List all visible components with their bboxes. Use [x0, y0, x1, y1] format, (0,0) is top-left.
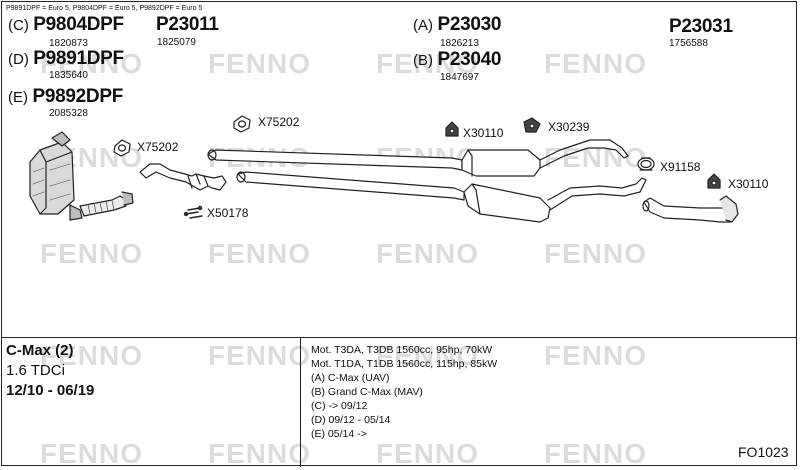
hanger-x30239[interactable] [523, 117, 541, 133]
watermark-text: FENNO [376, 238, 479, 269]
hanger-x30110-right[interactable] [707, 173, 721, 189]
spec-line: (C) -> 09/12 [311, 400, 368, 412]
catalog-code: FO1023 [738, 444, 789, 460]
dpf-catalyst-drawing[interactable] [29, 131, 83, 221]
part-c-number: P9804DPF [33, 14, 124, 35]
clamp-x91158[interactable] [637, 157, 655, 171]
watermark-text: FENNO [40, 340, 143, 371]
part-d-number: P9891DPF [33, 48, 124, 69]
part-e[interactable]: (E) P9892DPF [8, 86, 123, 108]
spec-line: (B) Grand C-Max (MAV) [311, 386, 423, 398]
label-x91158[interactable]: X91158 [660, 160, 701, 174]
watermark-text: FENNO [40, 238, 143, 269]
part-p23011-number[interactable]: P23011 [156, 14, 219, 35]
part-e-prefix: (E) [8, 89, 28, 106]
watermark-text: FENNO [208, 238, 311, 269]
pipe-silencer-a-drawing[interactable] [207, 139, 629, 177]
watermark-text: FENNO [208, 48, 311, 79]
frame-divider-horizontal [1, 337, 797, 338]
part-p23031-number[interactable]: P23031 [669, 16, 733, 37]
front-flex-pipe-drawing[interactable] [79, 191, 134, 217]
gasket-x75202-center[interactable] [233, 115, 251, 133]
watermark-text: FENNO [544, 48, 647, 79]
watermark-text: FENNO [544, 238, 647, 269]
spec-line: Mot. T3DA, T3DB 1560cc, 95hp, 70kW [311, 344, 493, 356]
part-b-code: 1847697 [440, 72, 479, 83]
pipe-silencer-b-drawing[interactable] [236, 171, 647, 223]
watermark-text: FENNO [40, 48, 143, 79]
spec-line: (D) 09/12 - 05/14 [311, 414, 391, 426]
vehicle-model-name: C-Max (2) [6, 342, 74, 359]
label-x30110-right[interactable]: X30110 [728, 177, 769, 191]
hanger-x30110-center[interactable] [445, 121, 459, 137]
tail-pipe-p23031-drawing[interactable] [642, 195, 739, 223]
part-b-prefix: (B) [413, 52, 433, 69]
part-b[interactable]: (B) P23040 [413, 49, 501, 71]
watermark-text: FENNO [40, 438, 143, 469]
label-x75202-center[interactable]: X75202 [258, 115, 300, 129]
intermediate-pipe-drawing[interactable] [139, 163, 227, 191]
spec-line: (E) 05/14 -> [311, 428, 367, 440]
label-x50178[interactable]: X50178 [207, 206, 249, 220]
part-e-code: 2085328 [49, 108, 88, 119]
part-p23011-code: 1825079 [157, 37, 196, 48]
watermark-text: FENNO [208, 340, 311, 371]
part-a-prefix: (A) [413, 17, 433, 34]
part-a[interactable]: (A) P23030 [413, 14, 501, 36]
spec-line: Mot. T1DA, T1DB 1560cc, 115hp, 85kW [311, 358, 498, 370]
label-x30239[interactable]: X30239 [548, 120, 590, 134]
gasket-x75202-left[interactable] [113, 139, 131, 157]
part-c-code: 1820873 [49, 38, 88, 49]
part-e-number: P9892DPF [32, 86, 123, 107]
vehicle-engine: 1.6 TDCi [6, 362, 65, 379]
spec-list: Mot. T3DA, T3DB 1560cc, 95hp, 70kW Mot. T… [311, 343, 497, 441]
frame-divider-vertical [300, 337, 301, 467]
watermark-text: FENNO [376, 340, 479, 371]
label-x75202-left[interactable]: X75202 [137, 140, 179, 154]
watermark-text: FENNO [376, 438, 479, 469]
label-x30110-center[interactable]: X30110 [463, 126, 504, 140]
part-b-number: P23040 [437, 49, 502, 70]
part-d-prefix: (D) [8, 51, 29, 68]
part-a-code: 1826213 [440, 38, 479, 49]
watermark-text: FENNO [376, 48, 479, 79]
part-p23031-code: 1756588 [669, 38, 708, 49]
watermark-text: FENNO [544, 438, 647, 469]
vehicle-years: 12/10 - 06/19 [6, 382, 95, 399]
watermark-text: FENNO [544, 340, 647, 371]
part-c[interactable]: (C) P9804DPF [8, 14, 124, 36]
part-c-prefix: (C) [8, 17, 29, 34]
watermark-text: FENNO [208, 438, 311, 469]
vehicle-model: C-Max (2) [6, 342, 74, 359]
spec-line: (A) C-Max (UAV) [311, 372, 390, 384]
clamp-x50178-drawing[interactable] [183, 205, 203, 219]
part-a-number: P23030 [437, 14, 502, 35]
part-d[interactable]: (D) P9891DPF [8, 48, 124, 70]
euro-note: P9891DPF = Euro 5, P9804DPF = Euro 5, P9… [6, 5, 203, 12]
part-d-code: 1835640 [49, 70, 88, 81]
